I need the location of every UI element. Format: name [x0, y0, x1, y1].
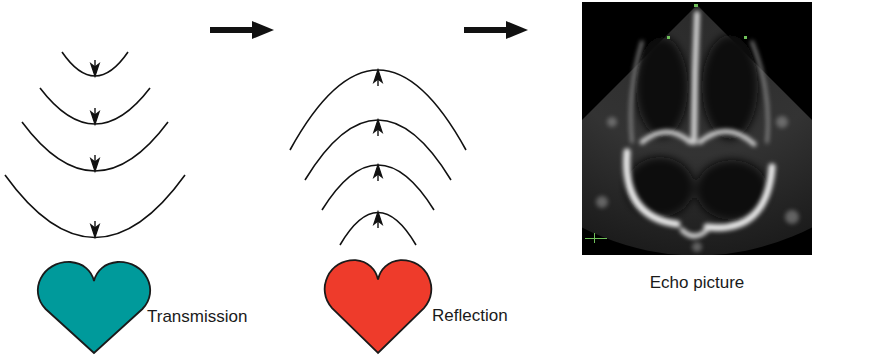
arrow-shaft: [464, 27, 510, 33]
echo-picture: Echo picture: [582, 2, 812, 255]
wave-front: [5, 175, 185, 238]
echo-chamber: [702, 35, 758, 139]
echo-chamber: [636, 37, 688, 137]
echo-marker: [585, 238, 607, 239]
arrow-shaft: [210, 27, 256, 33]
echo-speckle: [596, 116, 799, 252]
echo-chamber: [626, 157, 694, 217]
wave-front: [340, 213, 416, 246]
echo-marker: [744, 36, 747, 39]
echo-septum: [694, 14, 697, 142]
wave-front: [40, 88, 150, 124]
wave-arrow: [91, 225, 99, 237]
reflected-waves: [290, 70, 466, 245]
echo-wall: [752, 42, 768, 142]
heart-outline: [35, 257, 153, 357]
wave-arrow: [374, 165, 382, 177]
wave-front: [62, 52, 128, 76]
heart-fill: [325, 260, 432, 353]
echo-marker: [594, 233, 595, 243]
echo-marker: [667, 36, 670, 39]
stage-arrow: [210, 21, 274, 39]
wave-arrows-down: [91, 60, 99, 237]
heart-fill: [38, 262, 150, 353]
echo-wall: [682, 230, 707, 236]
echo-speckle-dot: [596, 196, 608, 208]
wave-front: [322, 165, 434, 210]
wave-arrow: [374, 70, 382, 82]
stage-label: Transmission: [147, 307, 247, 327]
echo-speckle-dot: [607, 117, 617, 127]
image-caption: Echo picture: [650, 273, 745, 293]
wave-arrow: [91, 112, 99, 124]
wave-front: [305, 120, 451, 180]
wave-arrows-up: [374, 70, 382, 228]
transmitted-waves: [5, 52, 185, 238]
stage-label: Reflection: [432, 306, 508, 326]
heart-outline: [322, 255, 434, 357]
echo-speckle-dot: [692, 242, 702, 252]
arrow-head: [252, 21, 274, 39]
wave-arrow: [374, 212, 382, 224]
heart-shape: Transmission: [35, 257, 153, 357]
echo-structures: [627, 14, 772, 236]
wave-front: [22, 122, 168, 171]
echo-speckle-dot: [785, 210, 799, 224]
heart-shape: Reflection: [322, 255, 434, 357]
arrow-head: [506, 21, 528, 39]
stage-arrow: [464, 21, 528, 39]
echo-markers: [585, 4, 747, 243]
echo-valve: [642, 132, 690, 142]
wave-arrow: [91, 64, 99, 76]
wave-front: [290, 70, 466, 150]
echo-sector: [582, 5, 812, 255]
echo-valve: [700, 131, 754, 144]
echo-marker: [694, 4, 698, 7]
echo-wall: [707, 167, 772, 228]
echo-image: [520, 2, 874, 255]
echo-speckle-dot: [776, 116, 788, 128]
wave-arrow: [374, 120, 382, 132]
wave-arrow: [91, 159, 99, 171]
echo-wall: [627, 152, 677, 224]
echo-wall: [631, 42, 642, 142]
